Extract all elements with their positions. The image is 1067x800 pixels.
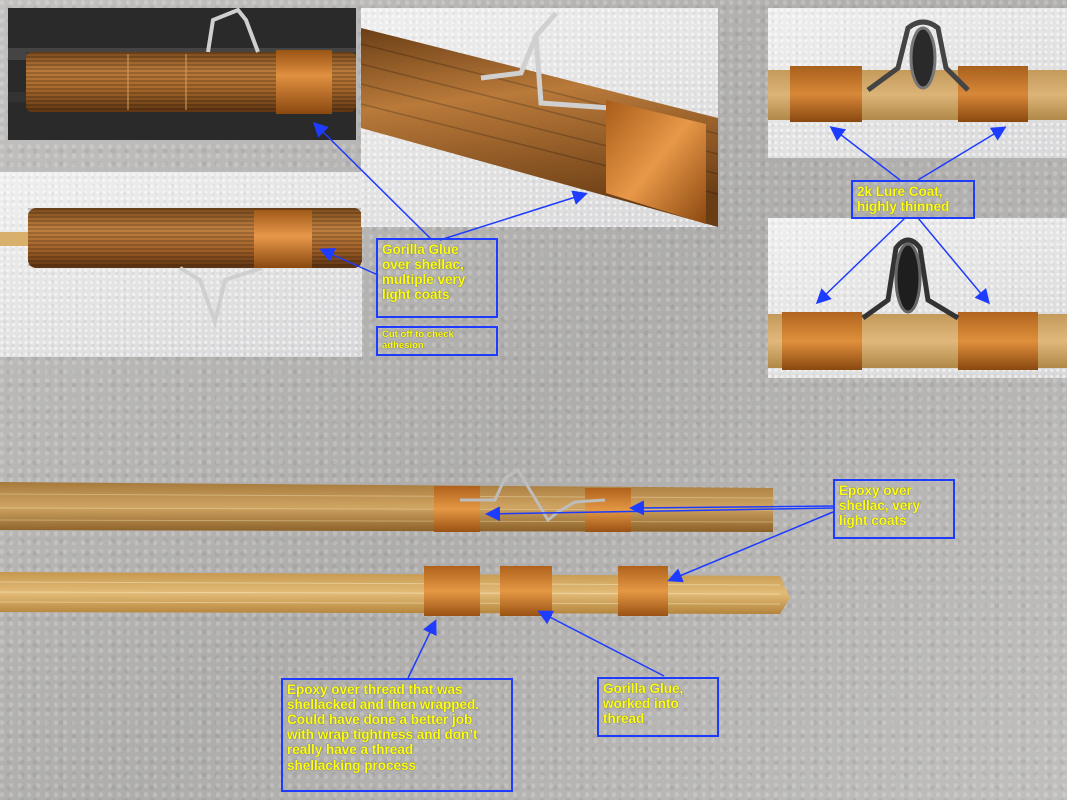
thread-wrap: [585, 488, 631, 532]
snake-guide: [206, 8, 260, 53]
snake-guide: [178, 266, 263, 330]
thread-wrap: [606, 100, 706, 224]
thread-wrap: [254, 210, 312, 268]
thread-wrap: [424, 566, 480, 616]
thread-wrap: [618, 566, 668, 616]
callout-gorilla-glue-over-shellac: Gorilla Glue over shellac, multiple very…: [376, 238, 498, 318]
thread-wrap: [276, 50, 332, 114]
thread-wrap: [434, 486, 480, 532]
thread-wrap-left: [782, 312, 862, 370]
rod-lower: [0, 566, 790, 616]
thread-wrap-right: [958, 66, 1028, 122]
photo-top-left-rod-closeup: [8, 8, 356, 140]
callout-gorilla-glue-thread: Gorilla Glue, worked into thread: [597, 677, 719, 737]
callout-epoxy-over-thread: Epoxy over thread that was shellacked an…: [281, 678, 513, 792]
callout-cut-off: Cut off to check adhesion: [376, 326, 498, 356]
guide-drawing: [768, 19, 1067, 122]
callout-epoxy-over-shellac: Epoxy over shellac, very light coats: [833, 479, 955, 539]
callout-lure-coat: 2k Lure Coat, highly thinned: [851, 180, 975, 219]
ring-guide: [866, 19, 970, 93]
thread-wrap: [500, 566, 552, 616]
snake-guide: [460, 467, 606, 523]
thread-wrap-right: [958, 312, 1038, 370]
thread-wrap-left: [790, 66, 862, 122]
photo-mid-left-rod-closeup: [0, 172, 362, 357]
rod-closeup-drawing-3: [361, 11, 718, 227]
photo-top-right-guide: [768, 8, 1067, 158]
rod-closeup-drawing: [8, 8, 356, 140]
snake-guide: [480, 11, 612, 111]
rod-closeup-drawing-2: [0, 208, 362, 330]
rod-upper: [0, 467, 774, 532]
